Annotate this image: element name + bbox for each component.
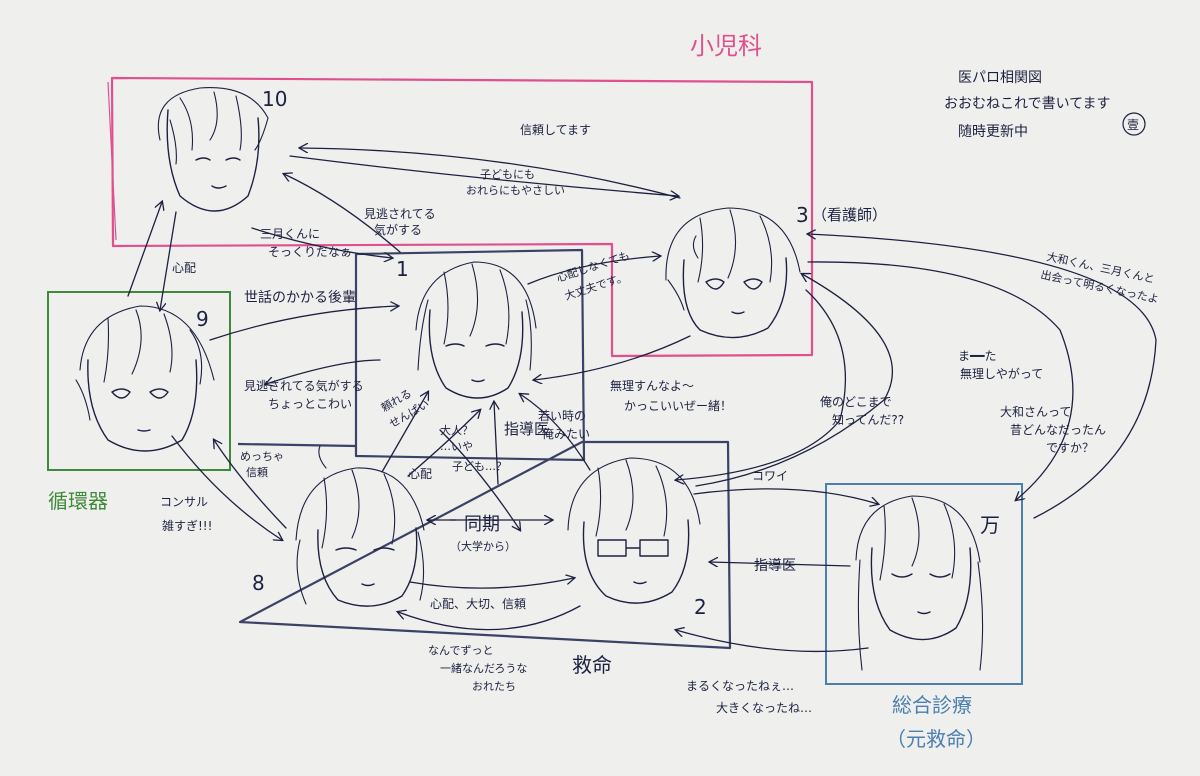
char-number-3: 3 xyxy=(796,203,809,227)
label-worry-10-9: 心配 xyxy=(172,261,196,275)
label-8-2-a: 大人？ xyxy=(440,423,473,437)
note-line-3: 随時更新中 xyxy=(958,124,1028,140)
label-8-2-b: …いや xyxy=(440,440,473,453)
label-man-3-b: 昔どんなだったん xyxy=(1010,423,1106,437)
cardio-frame xyxy=(47,291,231,471)
label-9-8-a: コンサル xyxy=(160,495,208,509)
label-3-10-a: 子どもにも xyxy=(480,168,535,181)
pediatrics-frame-inner xyxy=(107,81,117,241)
label-9-1: 世話のかかる後輩 xyxy=(244,289,356,306)
label-3-2-b: 無理しやがって xyxy=(960,366,1043,381)
face-1 xyxy=(415,261,537,399)
label-2-3-a: 無理すんなよ〜 xyxy=(610,378,694,393)
label-2-3-c: 俺のどこまで xyxy=(820,395,892,409)
char-number-9: 9 xyxy=(196,307,209,331)
label-man-2-b: 大きくなったね… xyxy=(716,701,812,715)
pediatrics-title: 小児科 xyxy=(690,32,762,60)
label-guide-1: 指導医 xyxy=(504,420,549,438)
label-2-3-d: 知ってんだ?? xyxy=(832,413,904,427)
label-3-2-a: ま━━た xyxy=(958,349,996,363)
emergency-title: 救命 xyxy=(572,653,612,677)
label-2-3-b: かっこいいぜー緒！ xyxy=(624,398,732,413)
label-1-10-b: 気がする xyxy=(374,222,422,237)
label-man-3-a: 大和さんって xyxy=(1000,405,1071,419)
arrows xyxy=(127,148,1157,653)
note-line-2: おおむねこれで書いてます xyxy=(944,96,1110,112)
char-number-8: 8 xyxy=(252,571,265,595)
char-number-man: 万 xyxy=(980,513,1000,537)
label-2-8-a: なんでずっと xyxy=(428,644,493,657)
emergency-frame-outer xyxy=(237,440,732,650)
cardio-title: 循環器 xyxy=(48,489,108,513)
label-9-8-b: 雑すぎ!!! xyxy=(162,518,212,533)
label-man-2-a: まるくなったねぇ… xyxy=(686,679,794,693)
stamp-circle xyxy=(1122,112,1146,136)
label-peer-sub: （大学から） xyxy=(450,539,516,553)
face-man xyxy=(855,495,984,671)
face-3 xyxy=(665,207,801,339)
char-number-10: 10 xyxy=(262,87,287,111)
general-frame xyxy=(825,483,1023,685)
char-number-1: 1 xyxy=(396,257,409,281)
face-9 xyxy=(75,305,215,452)
label-8-9-b: 信頼 xyxy=(246,466,268,479)
label-8-9-a: めっちゃ xyxy=(240,450,284,463)
label-8-2-bottom: 心配、大切、信頼 xyxy=(430,597,526,611)
label-man-3-c: ですか？ xyxy=(1046,441,1094,455)
label-scary: コワイ xyxy=(752,469,788,483)
label-2-8-b: 一緒なんだろうな xyxy=(440,661,527,675)
face-2 xyxy=(567,457,701,604)
stamp-text: 壹 xyxy=(1127,118,1139,132)
face-8 xyxy=(295,445,425,607)
note-line-1: 医パロ相関図 xyxy=(958,70,1042,86)
general-subtitle: （元救命） xyxy=(886,727,986,751)
label-worry-8-1: 心配 xyxy=(408,467,432,481)
label-2-1-b: 俺みたい xyxy=(542,427,590,441)
label-9-1b-b: ちょっとこわい xyxy=(268,397,352,411)
face-10 xyxy=(157,87,269,212)
label-1-10-a: 見逃されてる xyxy=(364,207,436,221)
general-title: 総合診療 xyxy=(892,693,972,717)
label-peer: 同期 xyxy=(464,514,500,535)
label-8-2-c: 子ども…？ xyxy=(452,460,507,473)
label-2-8-c: おれたち xyxy=(472,680,516,693)
label-10-1-a: 三月くんに xyxy=(260,227,320,241)
label-guide-2: 指導医 xyxy=(754,558,796,574)
label-3-10-b: おれらにもやさしい xyxy=(466,184,565,197)
label-10-1-b: そっくりだなぁ xyxy=(268,245,352,259)
label-9-1b-a: 見逃されてる気がする xyxy=(244,378,364,393)
pediatrics-frame xyxy=(110,76,814,358)
label-2-1-a: 若い時の xyxy=(538,409,586,423)
char-number-2: 2 xyxy=(694,595,707,619)
char-role-3: （看護師） xyxy=(812,206,887,224)
label-10-3: 信頼してます xyxy=(520,123,591,137)
